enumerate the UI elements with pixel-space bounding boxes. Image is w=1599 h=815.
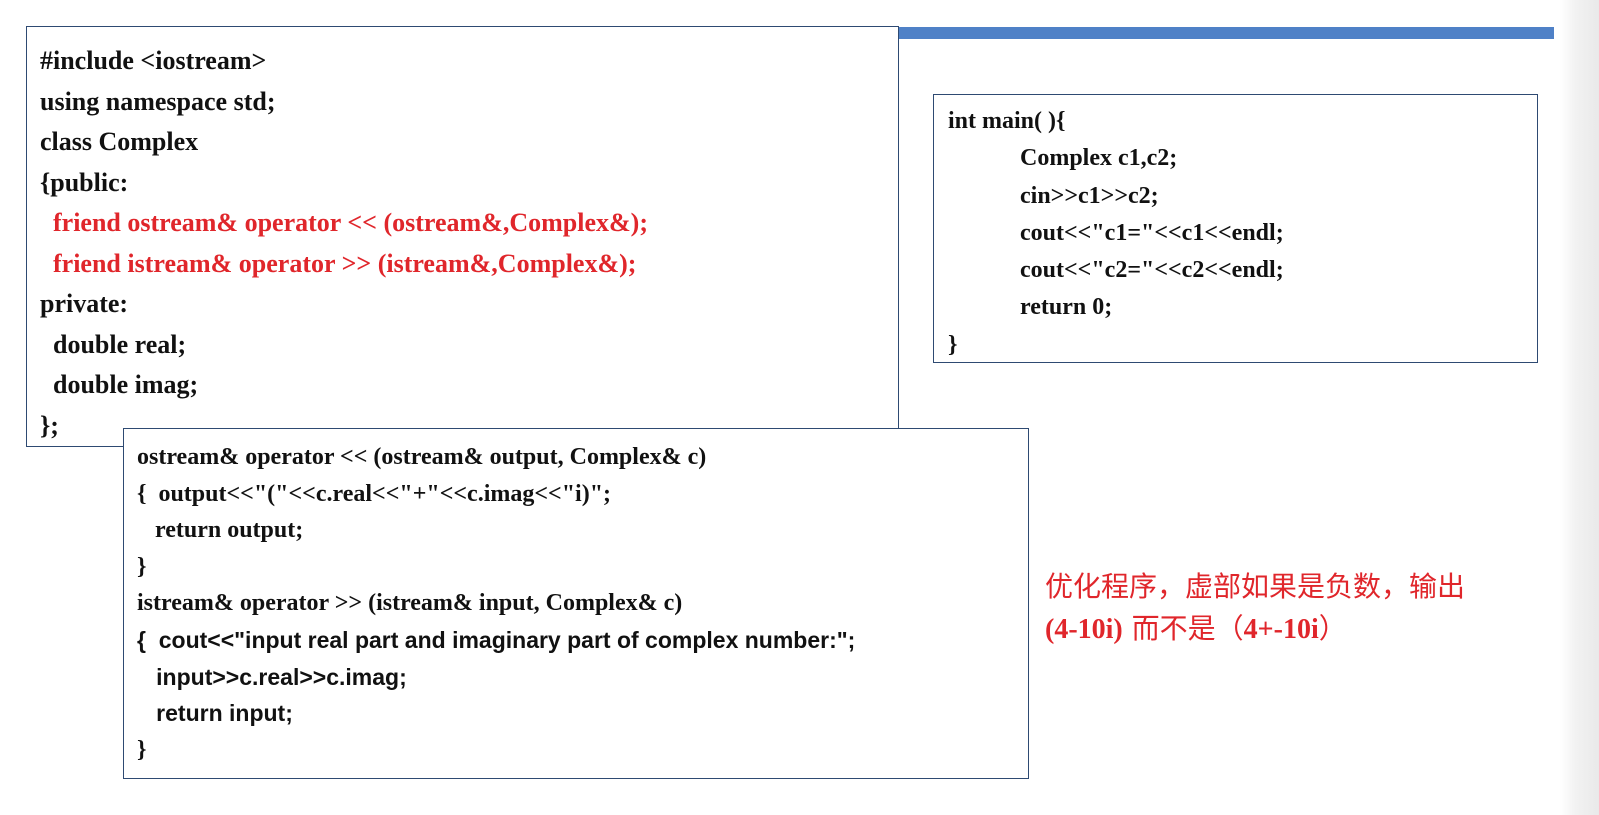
task-note-line-1: 优化程序，虚部如果是负数，输出 (1045, 570, 1466, 603)
task-note-expected: (4-10i) (1045, 614, 1123, 645)
code-line-highlighted: friend istream& operator >> (istream&,Co… (40, 248, 637, 278)
code-line: { cout<<"input real part and imaginary p… (137, 626, 856, 653)
code-line: ostream& operator << (ostream& output, C… (137, 444, 707, 470)
header-accent-bar (898, 27, 1554, 39)
task-note-middle: 而不是（ (1122, 612, 1244, 645)
code-line: input>>c.real>>c.imag; (137, 663, 407, 690)
code-line: double real; (40, 329, 187, 359)
code-line: cin>>c1>>c2; (948, 182, 1159, 209)
main-function-code-box: int main( ){ Complex c1,c2; cin>>c1>>c2;… (933, 94, 1538, 363)
code-line: private: (40, 289, 129, 318)
code-line: return input; (137, 700, 293, 727)
code-line: #include <iostream> (40, 46, 267, 75)
code-line-highlighted: friend ostream& operator << (ostream&,Co… (40, 208, 648, 237)
code-line: return 0; (948, 294, 1113, 321)
code-line: istream& operator >> (istream& input, Co… (137, 590, 683, 617)
code-line: { output<<"("<<c.real<<"+"<<c.imag<<"i)"… (137, 480, 612, 507)
code-line: Complex c1,c2; (948, 145, 1178, 172)
code-line: cout<<"c1="<<c1<<endl; (948, 219, 1284, 246)
code-line: class Complex (40, 127, 199, 156)
code-line: {public: (40, 167, 129, 197)
right-edge-shade (1560, 0, 1599, 815)
code-line: int main( ){ (948, 108, 1066, 134)
task-note-close: ） (1318, 612, 1347, 645)
code-line: } (948, 331, 958, 358)
code-line: } (137, 553, 147, 580)
code-line: }; (40, 410, 59, 440)
task-note: 优化程序，虚部如果是负数，输出 (4-10i) 而不是（4+-10i） (1045, 566, 1465, 651)
class-declaration-code-box: #include <iostream> using namespace std; c… (26, 26, 899, 447)
code-line: } (137, 736, 147, 763)
code-line: return output; (137, 517, 304, 544)
code-line: double imag; (40, 370, 199, 399)
operator-overload-code-box: ostream& operator << (ostream& output, C… (123, 428, 1029, 779)
code-line: using namespace std; (40, 86, 276, 116)
task-note-wrong: 4+-10i (1243, 614, 1319, 645)
code-line: cout<<"c2="<<c2<<endl; (948, 257, 1284, 284)
